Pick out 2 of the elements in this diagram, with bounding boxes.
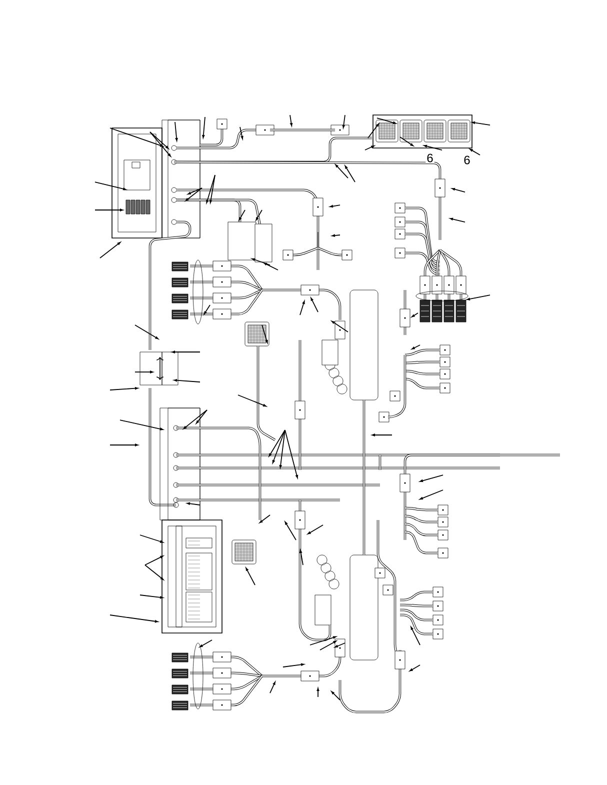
callout-number: 6	[462, 154, 472, 166]
callout-number: 6	[426, 152, 434, 164]
